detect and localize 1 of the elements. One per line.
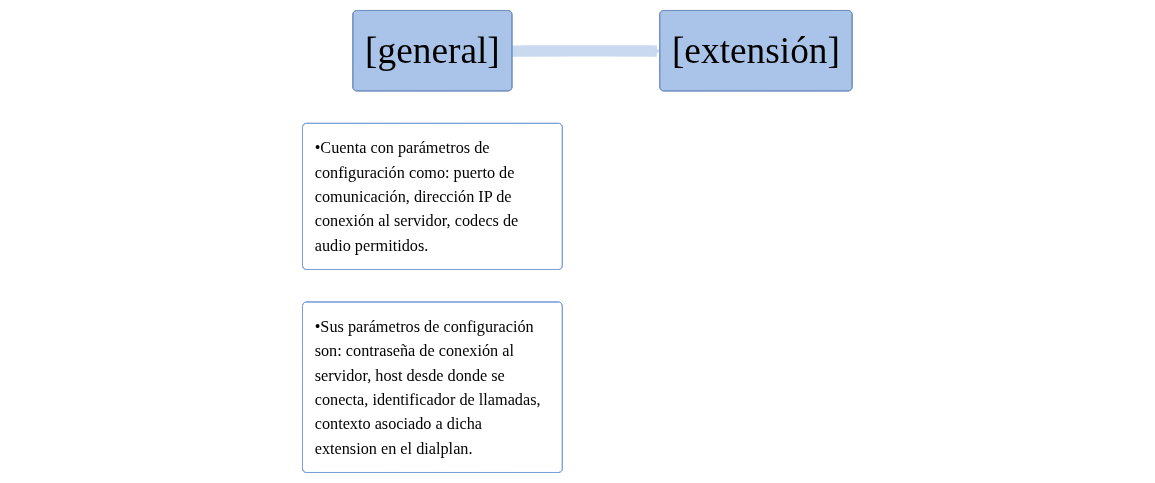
arrow <box>512 45 661 57</box>
